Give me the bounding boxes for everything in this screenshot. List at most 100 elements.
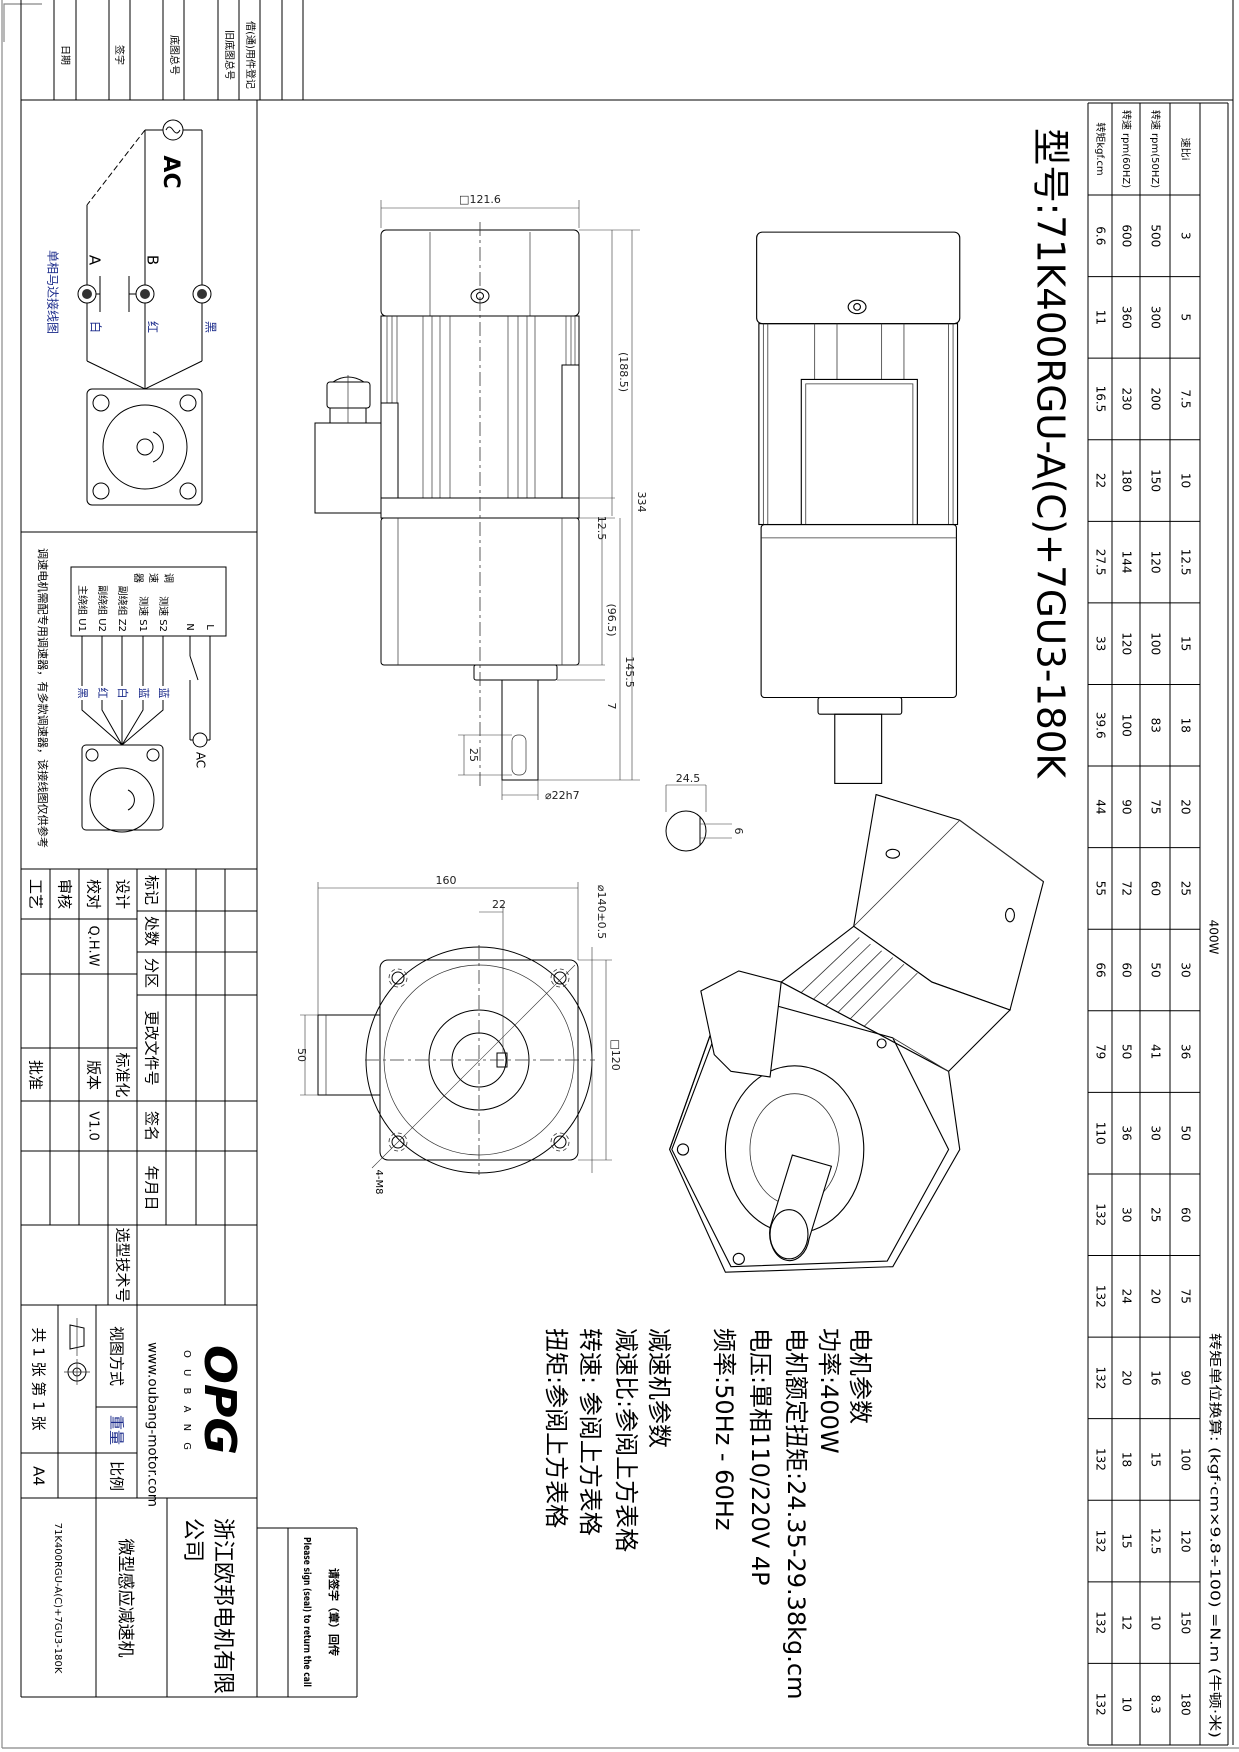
table-cell-rpm50: 30 [1149,1126,1163,1141]
terminal-l-label: L [204,624,215,630]
table-cell-ratio: 25 [1179,881,1193,896]
table-cell-torque: 132 [1094,1611,1108,1634]
wire-black-label: 黑 [204,321,218,333]
table-cell-ratio: 180 [1179,1693,1193,1716]
table-cell-rpm60: 18 [1120,1452,1134,1467]
table-cell-ratio: 30 [1179,962,1193,977]
ac-label-2: AC [194,752,208,768]
table-cell-ratio: 15 [1179,636,1193,651]
table-cell-ratio: 100 [1179,1448,1193,1471]
table-cell-rpm50: 20 [1149,1289,1163,1304]
front-view [317,945,595,1175]
wire-color-label: 黑 [76,688,89,699]
spec-table: 400W 转矩单位换算: (kgf·cm×9.8÷100) =N.m (牛顿·米… [1087,102,1229,1746]
strip-label-borrow: 借(通)用件登记 [244,21,257,89]
dim-key-offset: 22 [492,898,506,911]
label-scale: 比例 [108,1461,126,1491]
dim-key-depth: 6 [732,828,745,835]
wire-label-bg [156,686,170,700]
table-cell-rpm60: 24 [1120,1289,1134,1304]
label-review: 审核 [56,879,74,909]
table-cell-torque: 110 [1094,1122,1108,1145]
sign-box-en: Please sign (seal) to return the call [301,1537,312,1687]
strip-label-sign: 签字 [113,45,126,65]
table-cell-ratio: 150 [1179,1611,1193,1634]
strip-label-date: 日期 [59,45,71,65]
table-cell-torque: 22 [1094,473,1108,488]
dim-shaft-diameter: ⌀22h7 [545,789,580,802]
terminal-n-label: N [184,623,195,630]
label-count: 处数 [143,916,161,946]
label-version: 版本 [85,1060,103,1090]
wire-red-label: 红 [146,321,161,333]
controller-terminal-label: 测速 S2 [157,596,170,632]
table-cell-torque: 27.5 [1094,549,1108,576]
wire-color-label: 蓝 [137,688,150,699]
table-cell-ratio: 90 [1179,1370,1193,1385]
product-name: 微型感应减速机 [115,1539,135,1658]
table-cell-rpm60: 100 [1120,714,1134,737]
projection-symbol-icon [64,1318,90,1385]
table-cell-torque: 66 [1094,962,1108,977]
param-motor-heading: 电机参数 [846,1328,874,1424]
wire-white-label: 白 [89,321,104,333]
table-power: 400W [1207,920,1221,955]
checker-value: Q.H.W [86,926,101,967]
table-cell-rpm50: 83 [1149,718,1163,733]
label-date: 年月日 [143,1165,161,1210]
dim-key-width: 24.5 [676,772,701,785]
terminal-b-label: B [144,255,162,265]
wiring-note: 调速电机需配专用调速器，有多款调速器，该接线图仅供参考 [36,548,50,848]
terminal-a-label: A [86,255,104,266]
table-cell-ratio: 36 [1179,1044,1193,1059]
table-cell-rpm50: 75 [1149,799,1163,814]
label-weight: 重量 [108,1415,126,1445]
single-phase-wiring-diagram: AC A B 白 红 黑 单相马达接线图 [46,119,218,506]
drawing-model: 71K400RGU-A(C)+7GU3-180K [52,1523,63,1674]
wire [121,636,144,746]
wire-label-bg [115,686,129,700]
sheet-count: 共 1 张 第 1 张 [30,1328,48,1431]
isometric-view [668,793,1045,1273]
sign-return-box: 请签字（章）回传 Please sign (seal) to return th… [257,1527,358,1697]
table-cell-torque: 44 [1094,799,1108,814]
label-selection-no: 选型技术号 [114,1227,132,1302]
table-cell-rpm50: 10 [1149,1615,1163,1630]
switch-icon [189,655,199,681]
table-cell-rpm50: 100 [1149,632,1163,655]
table-cell-rpm50: 50 [1149,962,1163,977]
table-cell-rpm60: 12 [1120,1615,1134,1630]
table-cell-ratio: 75 [1179,1289,1193,1304]
table-cell-rpm60: 360 [1120,306,1134,329]
table-cell-torque: 11 [1094,310,1108,325]
row-label-rpm60: 转速 rpm(60HZ) [1120,110,1133,188]
title-block: 工艺 审核 校对 设计 Q.H.W 批准 版本 标准化 V1.0 标记 处数 分… [21,868,257,1697]
table-cell-rpm60: 144 [1120,551,1134,574]
logo-subtitle: O U B A N G [181,1350,192,1450]
table-cell-rpm60: 60 [1120,962,1134,977]
table-cell-rpm60: 90 [1120,799,1134,814]
controller-terminal-label: 副绕组 Z2 [116,586,129,632]
opg-logo: OPG [194,1345,245,1455]
table-cell-torque: 132 [1094,1693,1108,1716]
param-rated-torque: 电机额定扭矩:24.35-29.38kg.cm [782,1328,810,1700]
table-cell-rpm50: 150 [1149,469,1163,492]
controller-label-2: 速 [147,573,159,583]
table-cell-rpm60: 230 [1120,387,1134,410]
controller-terminal-label: 测速 S1 [137,596,150,632]
param-speed: 转速: 参阅上方表格 [576,1328,604,1536]
dim-gear-total: 145.5 [623,656,636,688]
controller-label-1: 调 [162,573,174,583]
table-cell-ratio: 12.5 [1179,549,1193,576]
table-cell-rpm50: 300 [1149,306,1163,329]
table-cell-rpm60: 50 [1120,1044,1134,1059]
table-cell-rpm60: 120 [1120,632,1134,655]
table-cell-ratio: 50 [1179,1126,1193,1141]
table-cell-ratio: 20 [1179,799,1193,814]
row-label-ratio: 速比i [1179,138,1191,161]
side-view-left [314,222,580,790]
table-cell-torque: 132 [1094,1203,1108,1226]
label-design: 设计 [114,879,132,909]
param-torque: 扭矩:参阅上方表格 [542,1328,570,1528]
